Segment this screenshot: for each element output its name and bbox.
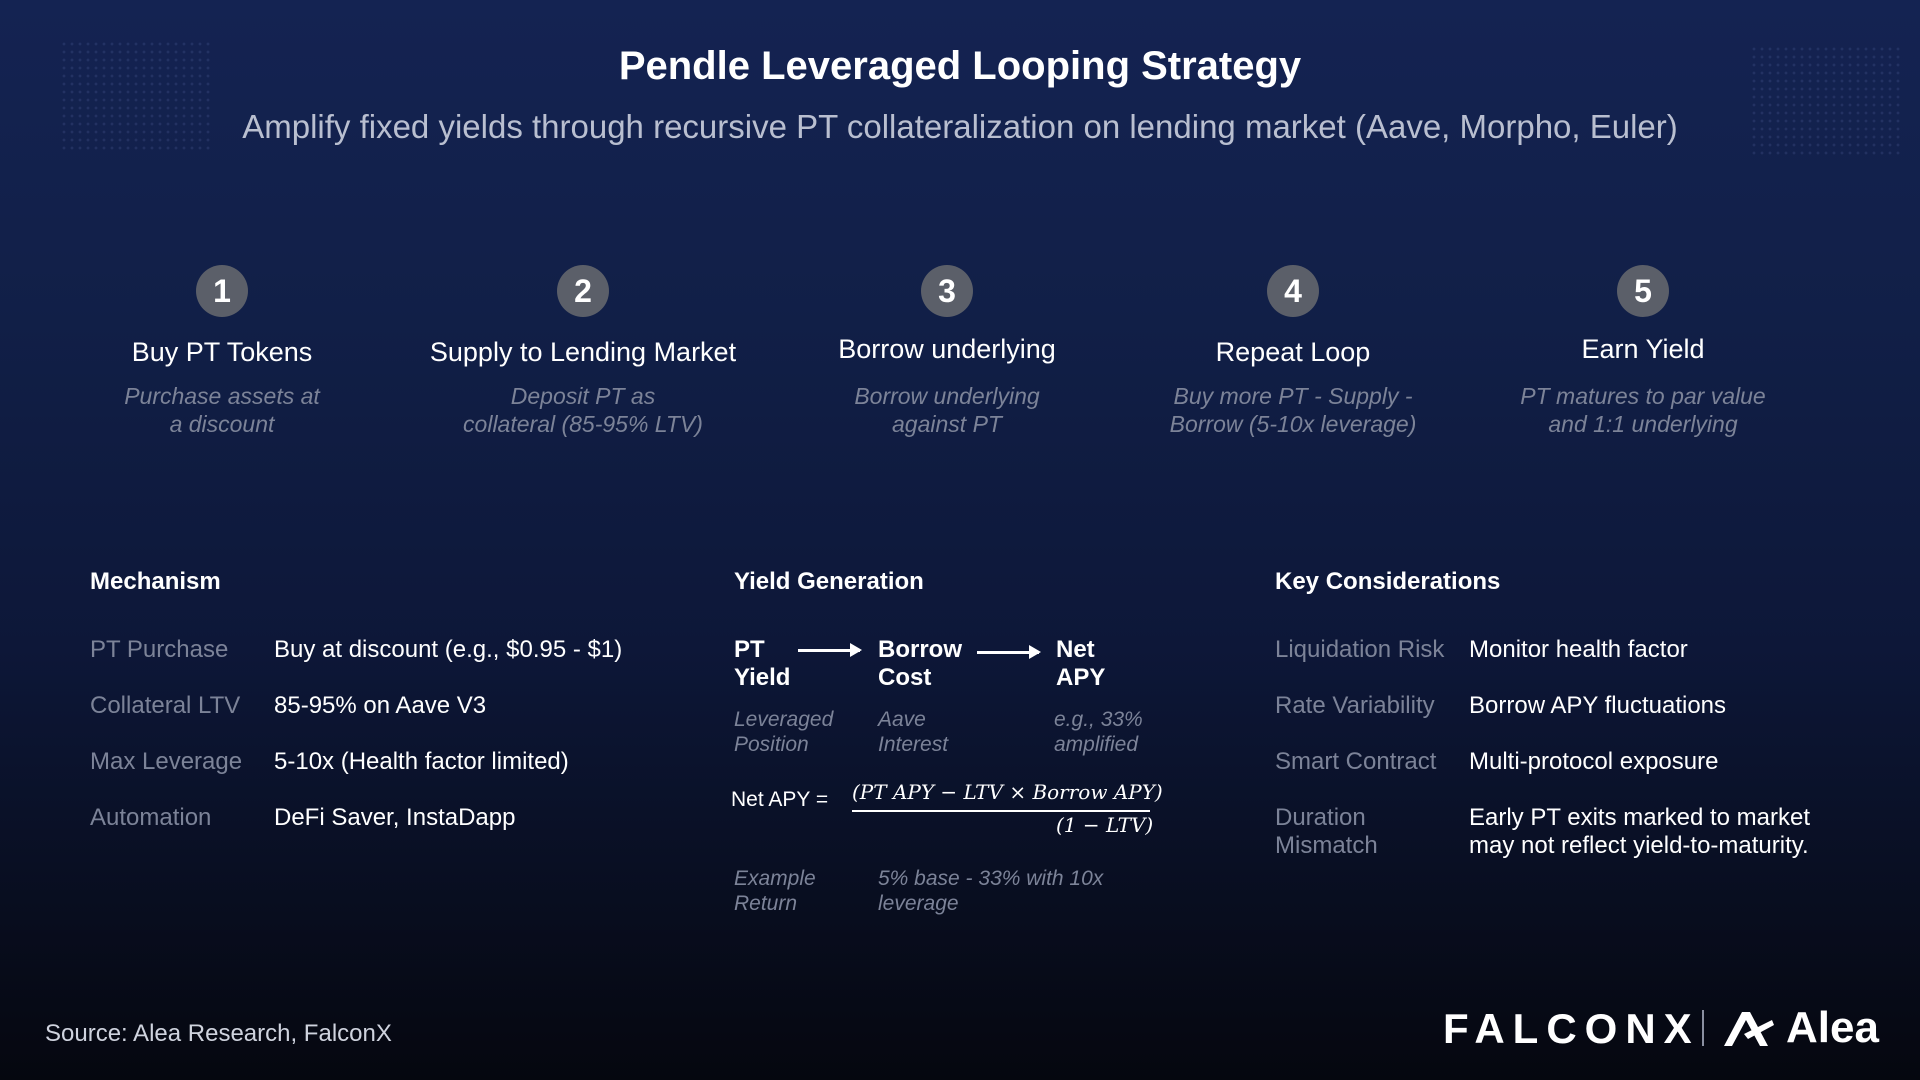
page-subtitle: Amplify fixed yields through recursive P… bbox=[242, 108, 1678, 145]
step-title: Supply to Lending Market bbox=[429, 337, 737, 367]
example-return-value: 5% base - 33% with 10x leverage bbox=[878, 866, 1103, 916]
step-1: 1 Buy PT Tokens Purchase assets at a dis… bbox=[37, 265, 407, 438]
mechanism-key: Max Leverage bbox=[90, 748, 243, 775]
source-note: Source: Alea Research, FalconX bbox=[45, 1020, 392, 1047]
arrow-right-icon bbox=[977, 645, 1041, 659]
step-number-badge: 4 bbox=[1267, 265, 1319, 317]
logo-divider bbox=[1702, 1010, 1704, 1046]
flow-node-label: Net bbox=[1056, 636, 1095, 663]
step-5: 5 Earn Yield PT matures to par value and… bbox=[1458, 265, 1828, 438]
consideration-value: Borrow APY fluctuations bbox=[1469, 692, 1727, 719]
consideration-key: Smart Contract bbox=[1275, 748, 1437, 775]
flow-node-label: PT bbox=[734, 636, 765, 663]
step-title: Earn Yield bbox=[1581, 334, 1705, 364]
alea-mark-icon bbox=[1724, 1012, 1774, 1046]
mechanism-value: 5-10x (Health factor limited) bbox=[274, 748, 569, 775]
mechanism-heading: Mechanism bbox=[90, 568, 221, 595]
caption-line: e.g., 33% bbox=[1054, 708, 1143, 731]
formula-denominator: (1 − LTV) bbox=[1056, 813, 1154, 837]
step-description: PT matures to par value and 1:1 underlyi… bbox=[1520, 383, 1766, 437]
alea-logo-text: Alea bbox=[1786, 1003, 1879, 1052]
step-description: Buy more PT - Supply - Borrow (5-10x lev… bbox=[1169, 383, 1417, 437]
caption-line: Example bbox=[734, 867, 816, 890]
yield-heading: Yield Generation bbox=[734, 568, 924, 595]
consideration-value: Monitor health factor bbox=[1469, 636, 1688, 663]
flow-node-caption: Leveraged Position bbox=[734, 707, 833, 757]
step-title: Buy PT Tokens bbox=[131, 337, 313, 367]
caption-line: 5% base - 33% with 10x bbox=[878, 867, 1104, 890]
caption-line: amplified bbox=[1054, 733, 1139, 756]
caption-line: leverage bbox=[878, 892, 959, 915]
step-number-badge: 5 bbox=[1617, 265, 1669, 317]
dot-pattern-right bbox=[1750, 45, 1900, 155]
formula-label: Net APY = bbox=[731, 788, 829, 811]
caption-line: Aave bbox=[878, 708, 926, 731]
consideration-key: Rate Variability bbox=[1275, 692, 1435, 719]
step-title: Repeat Loop bbox=[1215, 337, 1371, 367]
caption-line: Position bbox=[734, 733, 809, 756]
alea-logo: Alea bbox=[1722, 1003, 1879, 1053]
mechanism-value: 85-95% on Aave V3 bbox=[274, 692, 487, 719]
mechanism-key: Automation bbox=[90, 804, 212, 831]
formula-numerator: (PT APY − LTV × Borrow APY) bbox=[852, 780, 1163, 804]
consideration-key: Duration Mismatch bbox=[1275, 804, 1378, 859]
mechanism-key: PT Purchase bbox=[90, 636, 229, 663]
arrow-right-icon bbox=[798, 643, 862, 657]
flow-node-label: APY bbox=[1056, 664, 1106, 691]
page-title: Pendle Leveraged Looping Strategy bbox=[618, 44, 1302, 88]
step-description: Borrow underlying against PT bbox=[854, 383, 1040, 437]
mechanism-value: Buy at discount (e.g., $0.95 - $1) bbox=[274, 636, 623, 663]
step-number-badge: 2 bbox=[557, 265, 609, 317]
flow-node-caption: Aave Interest bbox=[878, 707, 948, 757]
formula-fraction-bar bbox=[852, 810, 1150, 812]
flow-node-pt-yield: PT Yield bbox=[734, 636, 790, 692]
step-description: Purchase assets at a discount bbox=[124, 383, 320, 437]
consideration-value: Multi-protocol exposure bbox=[1469, 748, 1719, 775]
step-description: Deposit PT as collateral (85-95% LTV) bbox=[463, 383, 703, 437]
flow-node-borrow-cost: Borrow Cost bbox=[878, 636, 962, 692]
step-number-badge: 1 bbox=[196, 265, 248, 317]
caption-line: Interest bbox=[878, 733, 949, 756]
falconx-logo: FALCONX bbox=[1443, 1005, 1700, 1052]
step-2: 2 Supply to Lending Market Deposit PT as… bbox=[398, 265, 768, 438]
considerations-heading: Key Considerations bbox=[1275, 568, 1501, 595]
step-number-badge: 3 bbox=[921, 265, 973, 317]
dot-pattern-left bbox=[60, 40, 210, 150]
step-3: 3 Borrow underlying Borrow underlying ag… bbox=[762, 265, 1132, 438]
consideration-value: Early PT exits marked to market may not … bbox=[1469, 804, 1810, 859]
flow-node-label: Cost bbox=[878, 664, 932, 691]
step-title: Borrow underlying bbox=[838, 334, 1056, 364]
step-4: 4 Repeat Loop Buy more PT - Supply - Bor… bbox=[1108, 265, 1478, 438]
caption-line: Leveraged bbox=[734, 708, 834, 731]
caption-line: Return bbox=[734, 892, 798, 915]
mechanism-key: Collateral LTV bbox=[90, 692, 241, 719]
flow-node-caption: e.g., 33% amplified bbox=[1054, 707, 1143, 757]
flow-node-label: Borrow bbox=[878, 636, 962, 663]
mechanism-value: DeFi Saver, InstaDapp bbox=[274, 804, 516, 831]
flow-node-label: Yield bbox=[734, 664, 791, 691]
example-return-key: Example Return bbox=[734, 866, 816, 916]
flow-node-net-apy: Net APY bbox=[1056, 636, 1105, 692]
consideration-key: Liquidation Risk bbox=[1275, 636, 1445, 663]
